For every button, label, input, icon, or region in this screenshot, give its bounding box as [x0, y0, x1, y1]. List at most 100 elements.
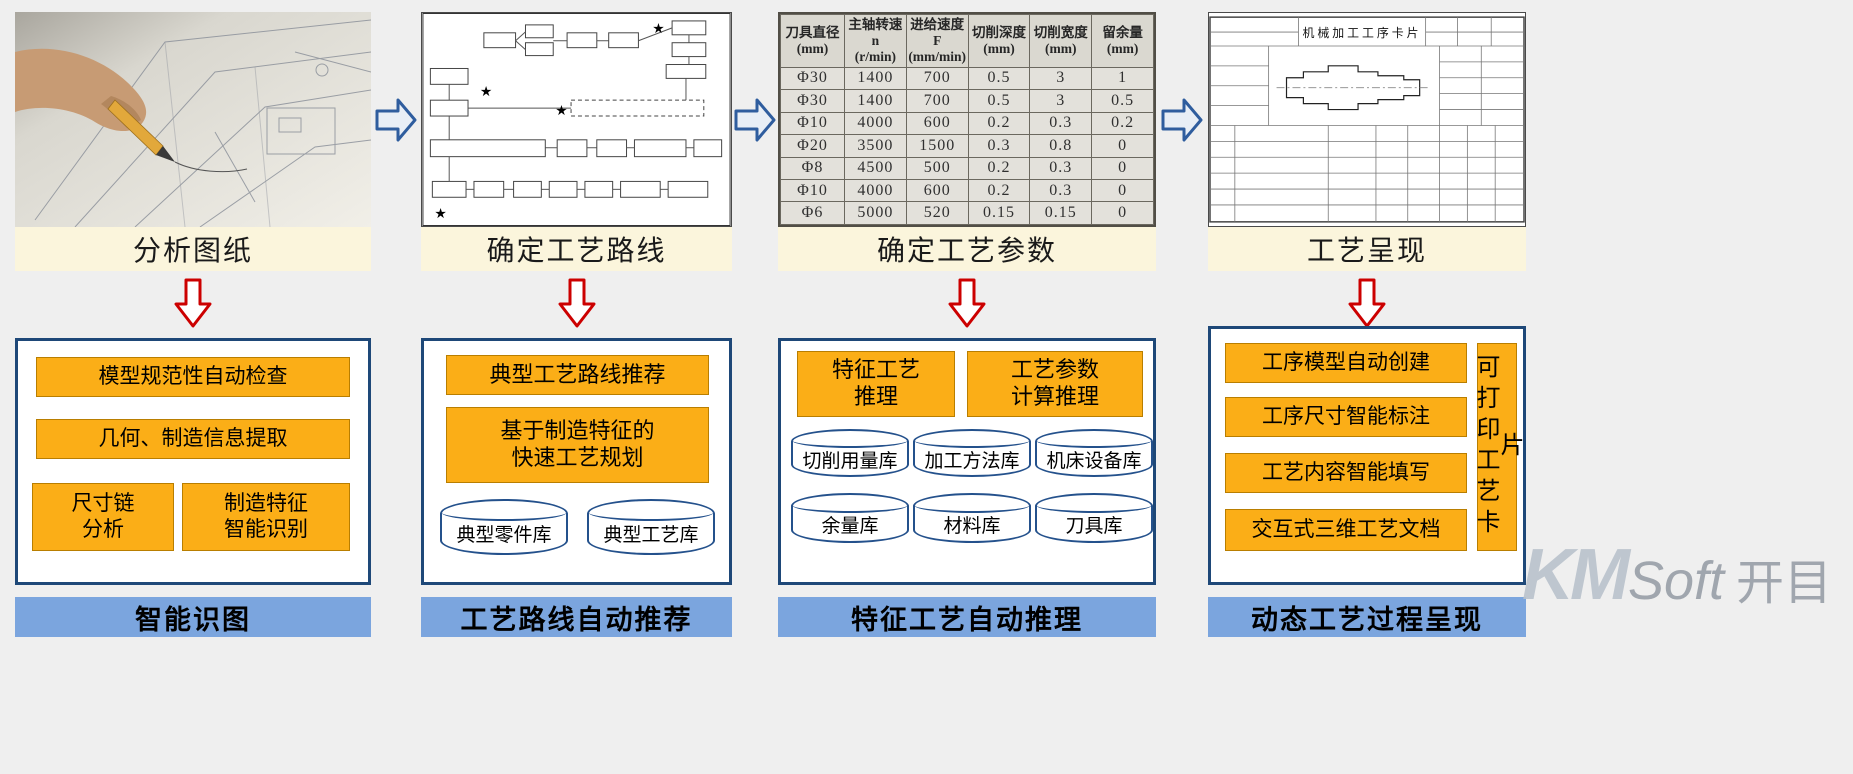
process-card-image: 机械加工工序卡片	[1208, 12, 1526, 227]
param-table-header: 切削深度 (mm)	[967, 14, 1031, 68]
step-title-text: 确定工艺路线	[486, 235, 667, 266]
param-table-cell: 0.3	[1029, 111, 1093, 136]
database-cylinder: 切削用量库	[791, 429, 909, 477]
param-table-header: 留余量 (mm)	[1091, 14, 1154, 68]
database-cylinder: 材料库	[913, 493, 1031, 543]
param-table-cell: Φ30	[780, 66, 845, 91]
param-table-cell: 600	[905, 111, 969, 136]
step-title-text: 工艺呈现	[1306, 235, 1427, 266]
bottom-bar: 智能识图	[15, 597, 371, 637]
param-table-cell: 0.8	[1029, 134, 1093, 158]
param-table-cell: 1400	[844, 89, 907, 113]
watermark-km: KM	[1522, 535, 1630, 615]
param-table-image: 刀具直径 (mm)主轴转速 n (r/min)进给速度 F (mm/min)切削…	[778, 12, 1156, 227]
param-table-cell: 3500	[844, 134, 907, 158]
param-table-header: 主轴转速 n (r/min)	[844, 14, 907, 68]
param-table-header: 进给速度 F (mm/min)	[905, 14, 969, 68]
capability-item: 工艺内容智能填写	[1225, 453, 1467, 493]
param-table-cell: Φ6	[780, 201, 845, 225]
param-table-cell: 520	[905, 201, 969, 225]
param-table-cell: 0	[1091, 134, 1154, 158]
param-table-cell: 0.5	[967, 89, 1031, 113]
bottom-bar-text: 智能识图	[135, 604, 251, 635]
param-table-cell: 0.2	[967, 179, 1031, 203]
param-table-cell: 4000	[844, 111, 907, 136]
param-table-cell: 600	[905, 179, 969, 203]
flow-arrow-right-icon	[734, 98, 776, 142]
watermark-soft: Soft	[1627, 551, 1725, 611]
database-cylinder: 余量库	[791, 493, 909, 543]
param-table-cell: 700	[905, 66, 969, 91]
bottom-bar: 动态工艺过程呈现	[1208, 597, 1526, 637]
param-table-cell: 1400	[844, 66, 907, 91]
param-table-cell: 5000	[844, 201, 907, 225]
star-markers: ★ ★ ★ ★	[434, 20, 664, 221]
process-card-sheet-image: 机械加工工序卡片	[1209, 16, 1525, 223]
shaft-drawing	[1285, 65, 1421, 111]
column-process-params: 刀具直径 (mm)主轴转速 n (r/min)进给速度 F (mm/min)切削…	[778, 0, 1156, 774]
param-table-head-row: 刀具直径 (mm)主轴转速 n (r/min)进给速度 F (mm/min)切削…	[780, 14, 1154, 68]
capability-group-box: 模型规范性自动检查 几何、制造信息提取 尺寸链 分析 制造特征 智能识别	[15, 338, 371, 585]
param-table-cell: 0	[1091, 179, 1154, 203]
flow-arrow-right-icon	[1161, 98, 1203, 142]
param-table-cell: 0.15	[967, 201, 1031, 225]
svg-text:★: ★	[434, 205, 446, 221]
database-cylinder: 机床设备库	[1035, 429, 1153, 477]
param-table-cell: Φ8	[780, 156, 845, 181]
param-table-wrap: 刀具直径 (mm)主轴转速 n (r/min)进给速度 F (mm/min)切削…	[778, 12, 1156, 227]
capability-item: 典型工艺路线推荐	[446, 355, 709, 395]
param-table-cell: 0.3	[967, 134, 1031, 158]
capability-item: 交互式三维工艺文档	[1225, 509, 1467, 551]
capability-group-box: 特征工艺 推理 工艺参数 计算推理 切削用量库 加工方法库 机床设备库 余量库 …	[778, 338, 1156, 585]
capability-group-box: 工序模型自动创建 工序尺寸智能标注 工艺内容智能填写 交互式三维工艺文档 可打印…	[1208, 326, 1526, 585]
flow-arrow-right-icon	[375, 98, 417, 142]
param-table-header: 切削宽度 (mm)	[1029, 14, 1093, 68]
down-arrow-icon	[558, 278, 595, 328]
param-table-cell: 4500	[844, 156, 907, 181]
capability-item: 几何、制造信息提取	[36, 419, 350, 459]
capability-group-box: 典型工艺路线推荐 基于制造特征的 快速工艺规划 典型零件库 典型工艺库	[421, 338, 732, 585]
step-title: 工艺呈现	[1208, 227, 1526, 271]
param-table-cell: 3	[1029, 89, 1093, 113]
kmsoft-watermark: KM Soft 开目	[1522, 534, 1832, 616]
bottom-bar-text: 动态工艺过程呈现	[1251, 604, 1483, 635]
bottom-bar: 工艺路线自动推荐	[421, 597, 732, 637]
capability-item: 工序尺寸智能标注	[1225, 397, 1467, 437]
param-table-cell: 3	[1029, 66, 1093, 91]
step-title: 分析图纸	[15, 227, 371, 271]
capability-item: 基于制造特征的 快速工艺规划	[446, 407, 709, 483]
param-table-cell: 0.5	[1091, 89, 1154, 113]
database-cylinder: 典型工艺库	[587, 499, 715, 555]
param-table-cell: 4000	[844, 179, 907, 203]
down-arrow-icon	[948, 278, 986, 328]
param-table-cell: 700	[905, 89, 969, 113]
svg-text:★: ★	[480, 83, 492, 99]
watermark-cn: 开目	[1736, 557, 1833, 610]
step-title-text: 分析图纸	[132, 235, 253, 266]
column-process-route: ★ ★ ★ ★ 确定工艺路线 典型工艺路线推荐 基于制造特征的 快速工艺规划 典…	[421, 0, 732, 774]
param-table-cell: 1500	[905, 134, 969, 158]
capability-item: 工艺参数 计算推理	[967, 351, 1143, 417]
param-table-cell: 0.15	[1029, 201, 1093, 225]
param-table-cell: 0	[1091, 156, 1154, 181]
param-table-cell: 0	[1091, 201, 1154, 225]
param-table-cell: Φ10	[780, 179, 845, 203]
drawing-photo-image	[15, 12, 371, 227]
step-title: 确定工艺参数	[778, 227, 1156, 271]
param-table-cell: 0.2	[1091, 111, 1154, 136]
capability-item: 特征工艺 推理	[797, 351, 955, 417]
param-table-cell: 0.2	[967, 111, 1031, 136]
param-table-cell: 0.3	[1029, 156, 1093, 181]
capability-item: 工序模型自动创建	[1225, 343, 1467, 383]
param-table-cell: 0.2	[967, 156, 1031, 181]
route-flowchart-image: ★ ★ ★ ★	[422, 13, 731, 226]
svg-text:★: ★	[652, 20, 664, 36]
printable-card-side-box: 可打印工艺卡片	[1472, 343, 1523, 551]
